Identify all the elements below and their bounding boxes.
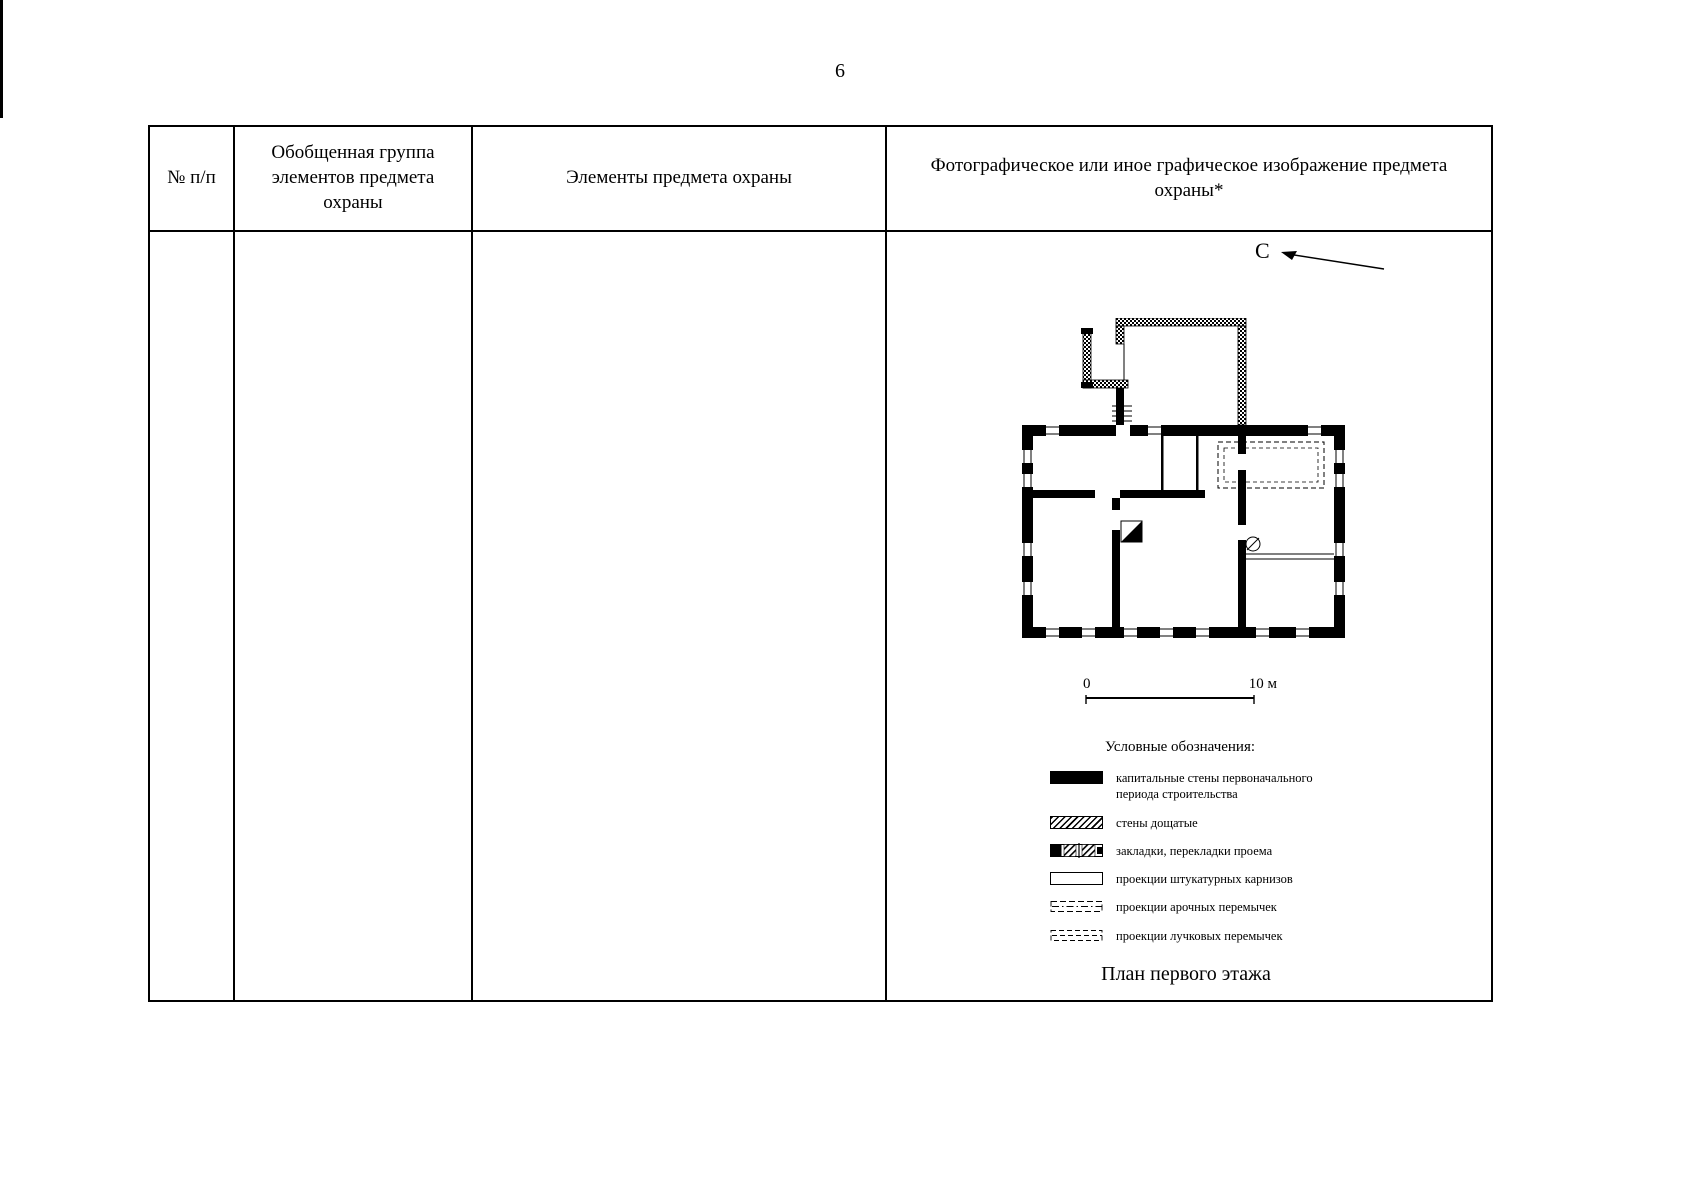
legend-swatch-solid <box>1050 771 1103 784</box>
cell-group <box>233 230 473 1002</box>
cell-figure: С <box>885 230 1493 1002</box>
legend-item: капитальные стены первоначального период… <box>1050 770 1354 803</box>
legend-label: проекции арочных перемычек <box>1116 900 1277 915</box>
cell-elements <box>471 230 887 1002</box>
legend: капитальные стены первоначального период… <box>1050 770 1354 944</box>
legend-item: проекции арочных перемычек <box>1050 899 1354 915</box>
header-image: Фотографическое или иное графическое изо… <box>885 125 1493 232</box>
header-number: № п/п <box>148 125 235 232</box>
north-arrow-icon <box>1281 251 1385 270</box>
figure-caption: План первого этажа <box>1101 963 1271 985</box>
north-label: С <box>1255 238 1270 263</box>
legend-item: проекции лучковых перемычек <box>1050 928 1354 944</box>
table-header-row: № п/п Обобщенная группа элементов предме… <box>148 125 1493 232</box>
scale-end: 10 м <box>1248 676 1277 692</box>
lintel-projection <box>1217 441 1325 489</box>
legend-swatch-dashdot <box>1050 901 1103 913</box>
right-windows <box>1334 450 1345 595</box>
legend-item: закладки, перекладки проема <box>1050 842 1354 859</box>
bottom-windows <box>1046 627 1309 638</box>
legend-title: Условные обозначения: <box>1105 739 1256 755</box>
legend-swatch-outline <box>1050 872 1103 885</box>
scale-bar: 0 10 м <box>1083 676 1277 711</box>
legend-item: проекции штукатурных карнизов <box>1050 871 1354 887</box>
legend-label: проекции лучковых перемычек <box>1116 928 1283 943</box>
stove-symbols <box>1120 520 1261 552</box>
legend-swatch-infill <box>1050 842 1103 858</box>
page-number: 6 <box>835 60 845 82</box>
legend-swatch-hatch <box>1050 815 1103 829</box>
cell-number <box>148 230 235 1002</box>
top-windows <box>1046 425 1321 436</box>
capital-walls <box>1022 425 1345 638</box>
legend-label: проекции штукатурных карнизов <box>1116 872 1293 886</box>
stair-ticks <box>1112 405 1132 422</box>
scale-start: 0 <box>1083 676 1091 692</box>
arched-lintel-projection <box>1246 553 1334 560</box>
floor-plan-drawing <box>1022 318 1345 638</box>
interior-walls <box>1033 436 1246 627</box>
legend-item: стены дощатые <box>1050 815 1354 831</box>
protection-elements-table: № п/п Обобщенная группа элементов предме… <box>148 125 1493 1002</box>
left-windows <box>1022 450 1033 595</box>
header-group: Обобщенная группа элементов предмета охр… <box>233 125 473 232</box>
plank-walls <box>1082 318 1247 426</box>
table-row: С <box>148 230 1493 1002</box>
legend-swatch-dashed <box>1050 929 1103 941</box>
legend-label: стены дощатые <box>1116 815 1198 830</box>
scale-bar-line <box>1085 695 1255 704</box>
header-elements: Элементы предмета охраны <box>471 125 887 232</box>
scan-artifact <box>0 0 3 118</box>
legend-label: закладки, перекладки проема <box>1116 843 1273 858</box>
legend-label: капитальные стены первоначального период… <box>1116 771 1313 802</box>
